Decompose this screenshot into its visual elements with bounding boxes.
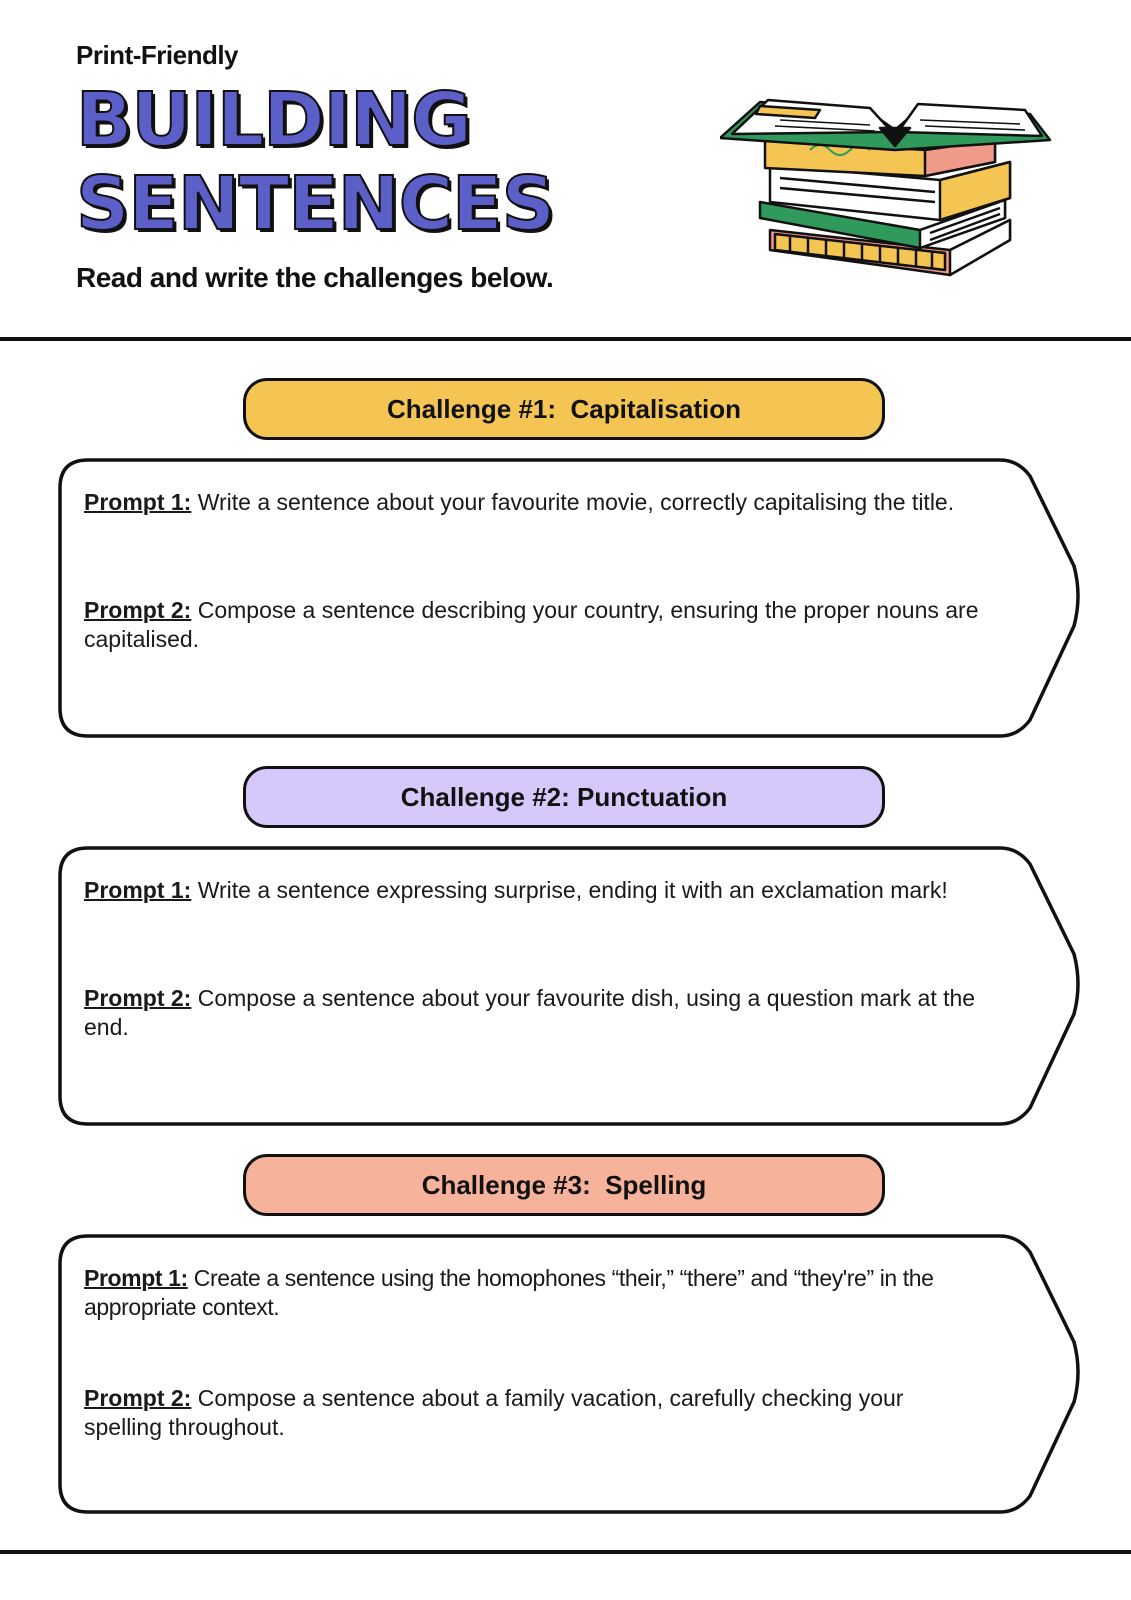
challenge-1-panel: Prompt 1: Write a sentence about your fa…: [58, 458, 1080, 738]
prompt-label: Prompt 1:: [84, 877, 192, 903]
panel-1-outline: [58, 458, 1080, 738]
challenge-1-prompt-2: Prompt 2: Compose a sentence describing …: [84, 596, 984, 654]
challenge-3-title: Challenge #3: Spelling: [243, 1154, 885, 1216]
challenge-3-prompt-1: Prompt 1: Create a sentence using the ho…: [84, 1264, 984, 1322]
bottom-divider: [0, 1550, 1131, 1554]
panel-3-outline: [58, 1234, 1080, 1514]
page-title: BUILDING SENTENCES: [75, 77, 556, 247]
prompt-text: Write a sentence about your favourite mo…: [191, 489, 955, 515]
challenge-2-prompt-1: Prompt 1: Write a sentence expressing su…: [84, 876, 984, 905]
kicker-text: Print-Friendly: [76, 40, 239, 70]
challenge-1-prompt-1: Prompt 1: Write a sentence about your fa…: [84, 488, 984, 517]
challenge-2-panel: Prompt 1: Write a sentence expressing su…: [58, 846, 1080, 1126]
panel-2-outline: [58, 846, 1080, 1126]
subtitle-text: Read and write the challenges below.: [76, 262, 554, 293]
challenge-2-prompt-2: Prompt 2: Compose a sentence about your …: [84, 984, 984, 1042]
prompt-label: Prompt 1:: [84, 489, 192, 515]
prompt-text: Write a sentence expressing surprise, en…: [191, 877, 948, 903]
prompt-label: Prompt 1:: [84, 1265, 188, 1291]
prompt-text: Compose a sentence about a family vacati…: [84, 1385, 904, 1440]
stack-of-books-icon: [720, 98, 1052, 277]
top-divider: [0, 337, 1131, 341]
challenge-1-title: Challenge #1: Capitalisation: [243, 378, 885, 440]
challenge-2-title: Challenge #2: Punctuation: [243, 766, 885, 828]
challenge-3-prompt-2: Prompt 2: Compose a sentence about a fam…: [84, 1384, 984, 1442]
challenge-3-panel: Prompt 1: Create a sentence using the ho…: [58, 1234, 1080, 1514]
title-line-1: BUILDING: [75, 77, 473, 163]
prompt-label: Prompt 2:: [84, 1385, 192, 1411]
prompt-text: Compose a sentence about your favourite …: [84, 985, 976, 1040]
title-line-2: SENTENCES: [75, 161, 556, 247]
worksheet-header: Print-Friendly BUILDING SENTENCES Read a…: [0, 0, 1131, 340]
prompt-text: Compose a sentence describing your count…: [84, 597, 979, 652]
prompt-text: Create a sentence using the homophones “…: [84, 1265, 934, 1320]
prompt-label: Prompt 2:: [84, 985, 192, 1011]
prompt-label: Prompt 2:: [84, 597, 192, 623]
